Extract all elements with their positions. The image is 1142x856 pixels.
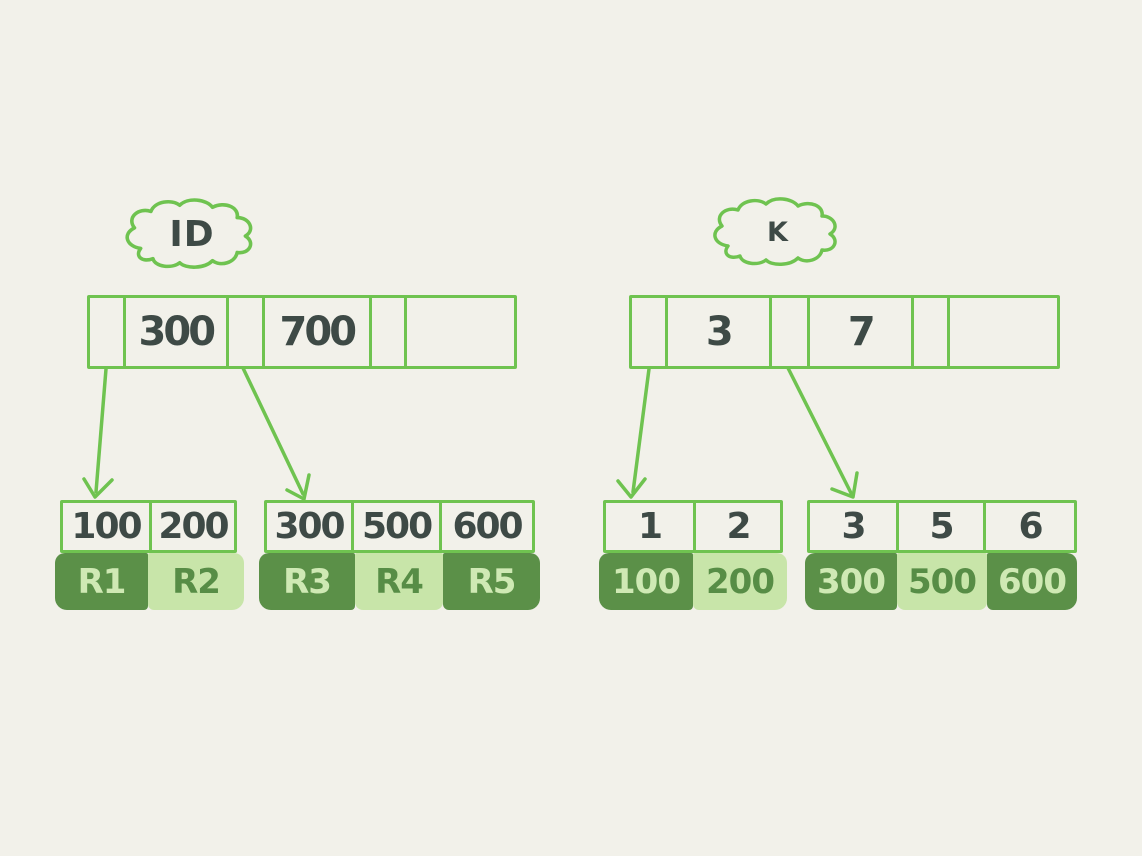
key-cell: 500 <box>354 503 443 550</box>
pointer-cell <box>914 298 950 366</box>
empty-cell <box>950 298 1057 366</box>
right-root-to-leaf1-arrow-icon <box>616 367 651 499</box>
row-block: 100 <box>599 553 693 610</box>
row-block: R4 <box>355 553 443 610</box>
row-block: 200 <box>693 553 787 610</box>
right-root-to-leaf2-arrow-icon <box>786 366 859 499</box>
right-leaf2-keys: 3 5 6 <box>807 500 1077 553</box>
row-block: R5 <box>443 553 540 610</box>
key-cell: 7 <box>810 298 915 366</box>
row-block: 500 <box>897 553 987 610</box>
right-leaf1-keys: 1 2 <box>603 500 783 553</box>
left-root-node: 300 700 <box>87 295 517 369</box>
key-cell: 3 <box>810 503 899 550</box>
empty-cell <box>407 298 514 366</box>
left-tree-label: ID <box>169 213 215 255</box>
row-block: R3 <box>259 553 355 610</box>
key-cell: 100 <box>63 503 152 550</box>
key-cell: 700 <box>265 298 373 366</box>
key-cell: 600 <box>452 506 523 547</box>
left-tree-cloud: ID <box>116 194 268 274</box>
left-root-to-leaf2-arrow-icon <box>241 366 311 501</box>
key-cell: 1 <box>606 503 696 550</box>
pointer-cell <box>372 298 407 366</box>
left-leaf2-keys: 300 500 600 <box>264 500 535 553</box>
left-leaf1-rows: R1 R2 <box>55 553 244 610</box>
cloud-icon <box>125 198 253 269</box>
pointer-cell <box>772 298 810 366</box>
key-cell: 6 <box>1018 506 1043 547</box>
right-tree-label: K <box>767 216 789 248</box>
pointer-cell <box>90 298 126 366</box>
pointer-cell <box>632 298 668 366</box>
key-cell: 300 <box>126 298 230 366</box>
key-cell: 200 <box>158 506 229 547</box>
left-leaf1-keys: 100 200 <box>60 500 237 553</box>
key-cell: 5 <box>899 503 987 550</box>
row-block: R1 <box>55 553 148 610</box>
key-cell: 3 <box>668 298 773 366</box>
right-root-node: 3 7 <box>629 295 1060 369</box>
right-leaf2-rows: 300 500 600 <box>805 553 1077 610</box>
row-block: R2 <box>148 553 244 610</box>
right-tree-cloud: K <box>704 194 852 270</box>
key-cell: 2 <box>726 506 751 547</box>
right-leaf1-rows: 100 200 <box>599 553 787 610</box>
row-block: 300 <box>805 553 897 610</box>
row-block: 600 <box>987 553 1077 610</box>
key-cell: 300 <box>267 503 355 550</box>
left-leaf2-rows: R3 R4 R5 <box>259 553 540 610</box>
left-root-to-leaf1-arrow-icon <box>82 367 114 499</box>
pointer-cell <box>229 298 265 366</box>
cloud-icon <box>713 197 837 266</box>
